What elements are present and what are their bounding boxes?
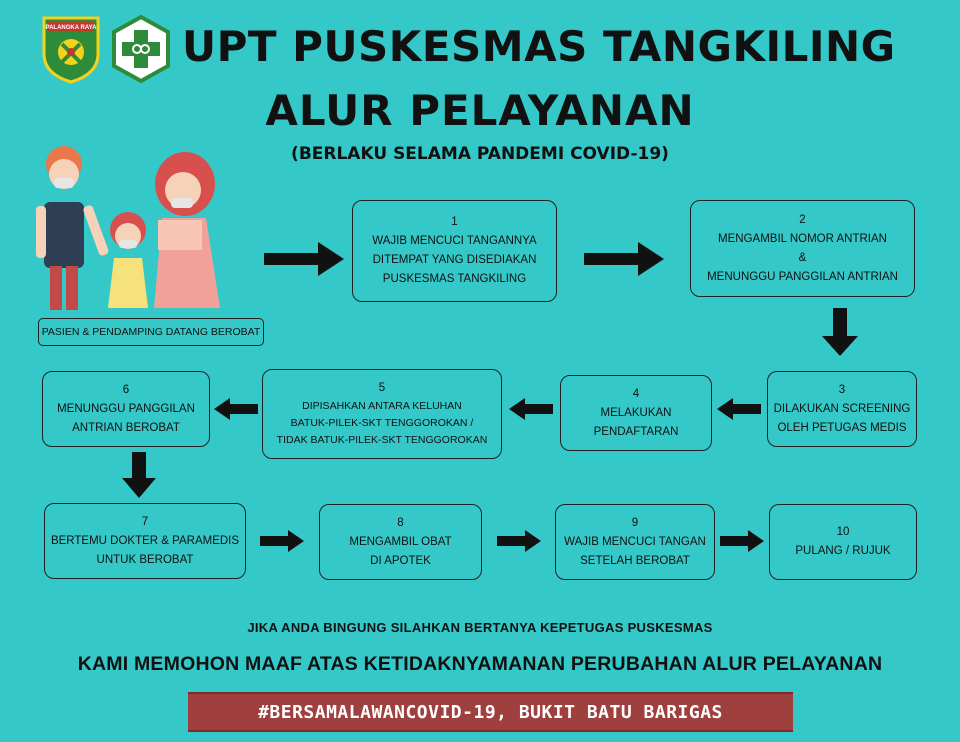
step-box-7: 7 BERTEMU DOKTER & PARAMEDIS UNTUK BEROB… <box>44 503 246 579</box>
patient-label: PASIEN & PENDAMPING DATANG BEROBAT <box>38 318 264 346</box>
apology-note: KAMI MEMOHON MAAF ATAS KETIDAKNYAMANAN P… <box>77 653 883 675</box>
step-box-3: 3 DILAKUKAN SCREENING OLEH PETUGAS MEDIS <box>767 371 917 447</box>
page-subtitle: ALUR PELAYANAN <box>265 86 695 135</box>
arrow-down-icon <box>122 452 156 498</box>
step-box-2: 2 MENGAMBIL NOMOR ANTRIAN & MENUNGGU PAN… <box>690 200 915 297</box>
step-box-4: 4 MELAKUKAN PENDAFTARAN <box>560 375 712 451</box>
step-number: 2 <box>799 213 806 226</box>
step-box-6: 6 MENUNGGU PANGGILAN ANTRIAN BEROBAT <box>42 371 210 447</box>
step-text: WAJIB MENCUCI TANGAN SETELAH BEROBAT <box>564 535 706 567</box>
step-number: 7 <box>141 515 149 528</box>
step-text: WAJIB MENCUCI TANGANNYA DITEMPAT YANG DI… <box>372 235 537 285</box>
step-number: 6 <box>122 383 130 396</box>
arrow-right-icon <box>497 530 541 552</box>
step-box-1: 1 WAJIB MENCUCI TANGANNYA DITEMPAT YANG … <box>352 200 557 302</box>
step-number: 4 <box>632 387 640 400</box>
hashtag-banner: #BERSAMALAWANCOVID-19, BUKIT BATU BARIGA… <box>188 692 793 732</box>
step-text: MELAKUKAN PENDAFTARAN <box>593 406 679 438</box>
step-number: 9 <box>631 516 639 529</box>
page-title: UPT PUSKESMAS TANGKILING <box>182 22 896 71</box>
ask-staff-note: JIKA ANDA BINGUNG SILAHKAN BERTANYA KEPE… <box>247 620 713 635</box>
step-text: PULANG / RUJUK <box>795 545 891 557</box>
step-text: BERTEMU DOKTER & PARAMEDIS UNTUK BEROBAT <box>50 534 240 566</box>
step-number: 3 <box>838 383 846 396</box>
step-number: 1 <box>451 216 458 228</box>
emblem-text: PALANGKA RAYA <box>46 25 98 31</box>
arrow-left-icon <box>717 398 761 420</box>
health-cross-icon <box>112 14 170 84</box>
step-box-10: 10 PULANG / RUJUK <box>769 504 917 580</box>
city-emblem-icon: PALANGKA RAYA <box>42 16 100 84</box>
step-text: DIPISAHKAN ANTARA KELUHAN BATUK-PILEK-SK… <box>276 400 488 446</box>
arrow-down-icon <box>822 308 858 356</box>
arrow-right-icon <box>264 242 344 276</box>
step-number: 10 <box>836 526 850 538</box>
arrow-right-icon <box>260 530 304 552</box>
step-box-9: 9 WAJIB MENCUCI TANGAN SETELAH BEROBAT <box>555 504 715 580</box>
family-illustration <box>36 146 220 310</box>
step-text: MENGAMBIL OBAT DI APOTEK <box>349 535 452 567</box>
arrow-left-icon <box>509 398 553 420</box>
step-number: 5 <box>378 382 386 394</box>
step-box-5: 5 DIPISAHKAN ANTARA KELUHAN BATUK-PILEK-… <box>262 369 502 459</box>
step-box-8: 8 MENGAMBIL OBAT DI APOTEK <box>319 504 482 580</box>
arrow-right-icon <box>720 530 764 552</box>
step-text: DILAKUKAN SCREENING OLEH PETUGAS MEDIS <box>773 402 911 434</box>
step-number: 8 <box>397 516 404 529</box>
step-text: MENGAMBIL NOMOR ANTRIAN & MENUNGGU PANGG… <box>707 232 898 283</box>
step-text: MENUNGGU PANGGILAN ANTRIAN BEROBAT <box>57 402 195 434</box>
arrow-left-icon <box>214 398 258 420</box>
arrow-right-icon <box>584 242 664 276</box>
page-note: (BERLAKU SELAMA PANDEMI COVID-19) <box>291 144 669 164</box>
